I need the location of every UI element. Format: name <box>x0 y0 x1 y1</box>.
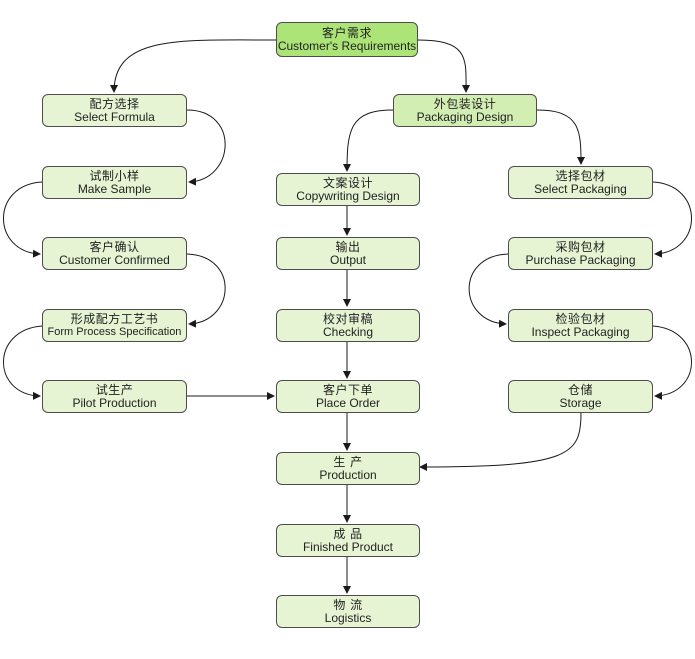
node-label-zh: 检验包材 <box>555 311 606 326</box>
connector-requirements-to-packaging-design <box>417 39 471 93</box>
node-label-zh: 外包装设计 <box>433 96 497 111</box>
node-label-en: Copywriting Design <box>296 188 400 203</box>
node-label-en: Pilot Production <box>72 395 157 410</box>
node-label-en: Output <box>329 252 367 267</box>
node-make-sample: 试制小样 Make Sample <box>42 166 187 199</box>
node-label-zh: 配方选择 <box>89 96 140 111</box>
node-inspect-packaging: 检验包材 Inspect Packaging <box>508 309 653 342</box>
connector-purchase-to-inspect <box>468 253 509 328</box>
node-label-en: Select Packaging <box>534 181 627 196</box>
node-customer-requirements: 客户需求 Customer's Requirements <box>276 22 418 57</box>
connector-inspect-to-storage <box>652 325 692 400</box>
node-label-en: Finished Product <box>302 539 394 554</box>
node-label-en: Purchase Packaging <box>525 252 636 267</box>
connector-packaging-to-copywriting <box>343 109 394 172</box>
node-label-zh: 形成配方工艺书 <box>70 311 159 326</box>
node-select-packaging: 选择包材 Select Packaging <box>508 166 653 199</box>
node-purchase-packaging: 采购包材 Purchase Packaging <box>508 237 653 270</box>
node-label-en: Checking <box>322 324 374 339</box>
connector-select-packaging-to-purchase <box>652 181 692 258</box>
node-label-en: Make Sample <box>77 181 152 196</box>
node-label-zh: 物 流 <box>333 597 363 612</box>
node-select-formula: 配方选择 Select Formula <box>42 94 187 127</box>
connector-packaging-to-select-packaging <box>536 109 585 165</box>
node-label-zh: 客户需求 <box>321 25 372 40</box>
connector-make-sample-to-customer-confirmed <box>3 181 43 258</box>
connector-select-formula-to-make-sample <box>186 109 226 186</box>
node-label-zh: 仓储 <box>567 382 593 397</box>
node-label-zh: 文案设计 <box>322 175 373 190</box>
node-storage: 仓储 Storage <box>508 380 653 413</box>
node-label-zh: 生 产 <box>333 454 363 469</box>
node-label-zh: 客户确认 <box>89 239 140 254</box>
connector-requirements-to-select-formula <box>110 39 277 93</box>
node-checking: 校对审稿 Checking <box>276 309 420 342</box>
connector-process-spec-to-pilot-production <box>3 325 43 400</box>
node-logistics: 物 流 Logistics <box>276 595 420 628</box>
node-label-en: Select Formula <box>74 109 155 124</box>
node-pilot-production: 试生产 Pilot Production <box>42 380 187 413</box>
node-label-en: Production <box>319 467 377 482</box>
node-place-order: 客户下单 Place Order <box>276 380 420 413</box>
node-label-zh: 试制小样 <box>89 168 140 183</box>
node-label-zh: 客户下单 <box>322 382 373 397</box>
node-label-en: Logistics <box>324 610 372 625</box>
node-customer-confirmed: 客户确认 Customer Confirmed <box>42 237 187 270</box>
node-output: 输出 Output <box>276 237 420 270</box>
node-label-zh: 选择包材 <box>555 168 606 183</box>
node-label-en: Customer's Requirements <box>277 38 417 53</box>
node-label-zh: 试生产 <box>95 382 134 397</box>
node-finished-product: 成 品 Finished Product <box>276 524 420 557</box>
node-label-en: Form Process Specification <box>47 325 182 338</box>
node-label-zh: 输出 <box>335 239 361 254</box>
node-production: 生 产 Production <box>276 452 420 485</box>
node-label-en: Packaging Design <box>416 109 514 124</box>
node-label-zh: 校对审稿 <box>322 311 373 326</box>
node-form-process-specification: 形成配方工艺书 Form Process Specification <box>42 309 187 342</box>
node-label-en: Place Order <box>315 395 381 410</box>
connector-customer-confirmed-to-process-spec <box>186 253 226 328</box>
node-label-en: Customer Confirmed <box>59 252 170 267</box>
node-label-zh: 采购包材 <box>555 239 606 254</box>
node-copywriting-design: 文案设计 Copywriting Design <box>276 173 420 206</box>
node-label-en: Storage <box>559 395 602 410</box>
node-label-zh: 成 品 <box>333 526 363 541</box>
node-packaging-design: 外包装设计 Packaging Design <box>393 94 537 127</box>
connector-storage-to-production <box>419 412 582 471</box>
node-label-en: Inspect Packaging <box>531 324 630 339</box>
